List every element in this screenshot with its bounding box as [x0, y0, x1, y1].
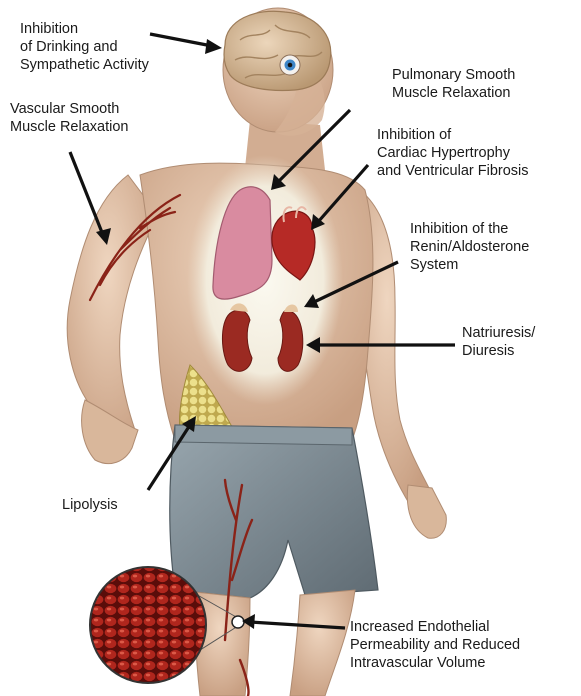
magnifier-target: [232, 616, 244, 628]
label-renin: Inhibition of the Renin/Aldosterone Syst…: [410, 220, 529, 274]
label-cardiac: Inhibition of Cardiac Hypertrophy and Ve…: [377, 126, 529, 180]
arrow-brain: [150, 34, 212, 46]
waistband: [175, 425, 352, 445]
label-endothelial: Increased Endothelial Permeability and R…: [350, 618, 520, 672]
label-pulmonary: Pulmonary Smooth Muscle Relaxation: [392, 66, 515, 102]
brain: [224, 11, 331, 90]
right-leg: [290, 590, 355, 696]
right-hand: [407, 485, 446, 538]
arrow-vascular: [70, 152, 103, 235]
label-natriuresis: Natriuresis/ Diuresis: [462, 324, 535, 360]
arrowhead-brain: [205, 39, 222, 54]
left-arm: [67, 175, 158, 450]
label-vascular: Vascular Smooth Muscle Relaxation: [10, 100, 128, 136]
left-kidney: [222, 310, 252, 371]
pupil: [288, 63, 293, 68]
label-lipolysis: Lipolysis: [62, 496, 118, 514]
label-brain: Inhibition of Drinking and Sympathetic A…: [20, 20, 149, 74]
shorts: [170, 425, 378, 598]
